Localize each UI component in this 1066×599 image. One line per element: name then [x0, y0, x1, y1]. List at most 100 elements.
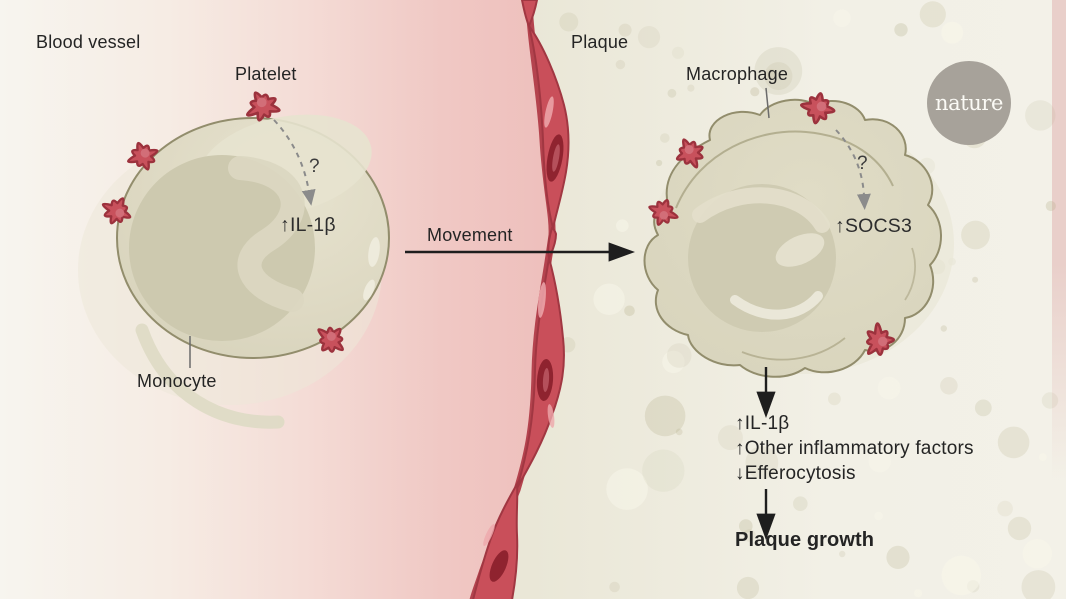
region-label-blood-vessel: Blood vessel [36, 32, 141, 52]
platelet-icon [866, 322, 896, 357]
plaque-bubble [618, 23, 632, 37]
plaque-bubble [914, 589, 923, 598]
monocyte-cell [78, 114, 390, 429]
plaque-bubble [793, 496, 808, 512]
plaque-bubble [644, 395, 686, 437]
plaque-bubble [1021, 570, 1056, 599]
plaque-bubble [656, 159, 663, 167]
platelets-group [101, 91, 896, 357]
plaque-bubble [997, 426, 1030, 459]
plaque-bubble [624, 305, 635, 317]
macrophage-nucleus-crescent [692, 187, 830, 233]
plaque-bubble [828, 392, 841, 406]
vessel-highlight [547, 404, 555, 428]
monocyte-label: Monocyte [137, 371, 217, 391]
vessel-highlight [544, 96, 554, 128]
plaque-growth-result: Plaque growth [735, 529, 875, 551]
plaque-bubble [974, 399, 992, 417]
monocyte-effect-il1b: ↑IL-1β [280, 214, 336, 236]
platelet-icon [317, 326, 344, 353]
platelet-icon [648, 199, 679, 226]
plaque-bubble [637, 25, 661, 49]
platelet-icon [246, 91, 281, 122]
plaque-bubble [615, 59, 626, 70]
monocyte-edge-highlight [363, 279, 375, 301]
macrophage-effect-socs3: ↑SOCS3 [835, 215, 913, 237]
endothelial-cell [547, 226, 558, 262]
plaque-bubble [961, 220, 990, 250]
outcome-inflammatory-factors: ↑Other inflammatory factors [735, 438, 974, 459]
plaque-bubble [766, 68, 777, 80]
outcome-il1b: ↑IL-1β [735, 413, 790, 434]
plaque-bubble [839, 550, 846, 558]
vessel-highlight [483, 524, 495, 546]
plaque-bubble [886, 545, 910, 570]
plaque-bubble [675, 428, 683, 436]
plaque-bubble [941, 555, 982, 596]
macrophage-question-mark: ? [857, 153, 868, 174]
region-label-plaque: Plaque [571, 32, 629, 52]
plaque-bubble [662, 350, 685, 374]
plaque-bubble [754, 47, 803, 95]
vessel-highlight [538, 282, 546, 318]
plaque-bubble [1007, 516, 1032, 541]
macrophage-label-line [765, 87, 770, 119]
plaque-bubble [868, 450, 891, 473]
right-edge-pink-strip [1052, 0, 1066, 480]
outcome-efferocytosis: ↓Efferocytosis [735, 463, 856, 484]
platelet-icon [675, 138, 704, 169]
macrophage-fold [675, 130, 894, 209]
endothelial-nucleus-highlight [542, 368, 550, 392]
plaque-bubble [1041, 392, 1059, 409]
plaque-bubble [894, 23, 908, 37]
plaque-bubble [660, 133, 670, 143]
macrophage-nucleus [688, 184, 836, 332]
plaque-bubble [940, 325, 947, 332]
macrophage-fold [741, 337, 846, 361]
plaque-bubble [616, 219, 629, 232]
plaque-bubble [717, 425, 743, 451]
plaque-bubble [763, 444, 771, 451]
monocyte-question-mark: ? [309, 156, 320, 177]
plaque-bubble [666, 343, 692, 368]
plaque-bubble [739, 519, 753, 533]
plaque-bubble [919, 1, 946, 28]
platelet-icon [101, 197, 132, 225]
plaque-bubble [1038, 453, 1047, 462]
plaque-bubble [559, 12, 579, 32]
plaque-bubble [736, 576, 760, 599]
plaque-bubble [593, 283, 625, 315]
macrophage-nucleus-highlight [775, 233, 825, 267]
monocyte-dashed-arrow [273, 119, 316, 206]
macrophage-label: Macrophage [686, 64, 789, 84]
plaque-bubble [940, 377, 958, 395]
plaque-bubble [667, 88, 677, 98]
plaque-bubble [941, 21, 964, 44]
platelet-label: Platelet [235, 64, 297, 84]
plaque-bubble [1025, 100, 1056, 131]
movement-label: Movement [427, 225, 513, 245]
plaque-bubble [671, 46, 685, 59]
endothelial-cell [528, 25, 570, 229]
endothelial-nucleus-highlight [552, 144, 560, 172]
plaque-bubble [687, 84, 695, 92]
endothelial-cell [472, 480, 519, 599]
plaque-bubble [642, 449, 685, 492]
plaque-bubble [972, 276, 979, 283]
vessel-wall [469, 0, 570, 599]
plaque-bubble [1045, 200, 1056, 212]
platelet-icon [127, 141, 159, 171]
plaque-bubble [764, 62, 793, 91]
plaque-bubble [1022, 539, 1053, 569]
plaque-bubble [606, 468, 648, 510]
outcomes-list: ↑IL-1β ↑Other inflammatory factors ↓Effe… [735, 411, 974, 486]
monocyte-nucleus-streak [135, 323, 285, 429]
plaque-bubble [745, 446, 779, 480]
macrophage-cell [643, 98, 954, 378]
plaque-bubble [609, 581, 620, 593]
macrophage-fold [904, 247, 916, 301]
endothelial-nucleus [489, 550, 509, 582]
macrophage-nucleus-swoosh [730, 291, 823, 320]
